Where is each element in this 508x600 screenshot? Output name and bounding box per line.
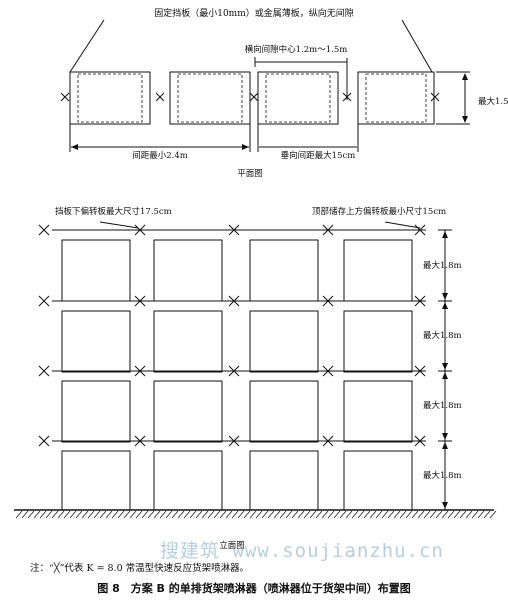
watermark: 搜建筑 www.soujianzhu.cn [160, 540, 444, 562]
elevation-sprinkler-marker [414, 224, 426, 236]
plan-rack-1 [69, 71, 151, 125]
plan-sprinkler-4 [342, 92, 352, 102]
elevation-sprinkler-marker [38, 365, 50, 377]
plan-spacing-arrow-right [242, 144, 249, 150]
elevation-dim-arrow-down-1 [442, 293, 448, 300]
plan-leader-right [401, 19, 433, 73]
tier-label-3: 最大1.8m [423, 400, 462, 411]
elevation-rack-box [153, 380, 223, 443]
plan-height-arrow-bottom [462, 116, 468, 123]
elevation-sprinkler-marker [414, 435, 426, 447]
elevation-rack-box [343, 450, 413, 511]
elevation-sprinkler-marker [38, 295, 50, 307]
elevation-sprinkler-marker [414, 295, 426, 307]
plan-rack-2 [169, 71, 251, 125]
plan-vertical-spacing-label: 垂向间距最大15cm [281, 150, 356, 161]
elevation-rack-box [61, 239, 131, 302]
plan-sprinkler-2 [155, 92, 165, 102]
elevation-dim-arrow-down-3 [442, 433, 448, 440]
elevation-sprinkler-marker [322, 365, 334, 377]
elevation-sprinkler-marker [322, 435, 334, 447]
elevation-rack-box [343, 380, 413, 443]
elevation-left-leader [99, 221, 139, 229]
elevation-dim-arrow-down-2 [442, 363, 448, 370]
elevation-right-label: 顶部储存上方偏转板最小尺寸15cm [312, 206, 446, 217]
plan-view: 固定挡板（最小10mm）或金属薄板，纵向无间隙 横向间隙中心1.2m～1.5m … [60, 7, 508, 179]
elevation-sprinkler-marker [38, 435, 50, 447]
plan-rack-2-inner [177, 73, 243, 123]
plan-sprinkler-3 [249, 92, 259, 102]
elevation-sprinkler-marker [228, 435, 240, 447]
elevation-view: 挡板下偏转板最大尺寸17.5cm 顶部储存上方偏转板最小尺寸15cm 最大1.8… [14, 206, 497, 551]
plan-height-arrow-top [462, 73, 468, 80]
legend-note: 注：“╳”代表 K = 8.0 常温型快速反应货架喷淋器。 [30, 563, 250, 574]
elevation-sprinkler-marker [134, 224, 146, 236]
elevation-sprinkler-marker [134, 295, 146, 307]
elevation-sprinkler-marker [414, 365, 426, 377]
elevation-rack-box [343, 239, 413, 302]
plan-rack-3 [257, 71, 339, 125]
elevation-sprinkler-marker [322, 295, 334, 307]
plan-rack-4 [357, 71, 435, 125]
elevation-rack-box [249, 450, 319, 511]
plan-spacing-label: 间距最小2.4m [132, 150, 188, 161]
plan-view-title: 平面图 [237, 169, 263, 179]
elevation-dim-arrow-up-4 [442, 442, 448, 449]
plan-sprinkler-1 [60, 92, 70, 102]
elevation-sprinkler-marker [228, 295, 240, 307]
elevation-sprinkler-marker [134, 435, 146, 447]
elevation-rack-box [61, 380, 131, 443]
elevation-dim-arrow-up-3 [442, 372, 448, 379]
plan-height-label: 最大1.5m [478, 96, 508, 107]
elevation-sprinkler-marker [38, 224, 50, 236]
elevation-right-leader [384, 221, 421, 229]
elevation-rack-box [61, 310, 131, 373]
elevation-rack-box [343, 310, 413, 373]
elevation-rack-box [61, 450, 131, 511]
elevation-sprinkler-marker [134, 365, 146, 377]
elevation-dim-arrow-down-4 [442, 502, 448, 509]
elevation-sprinkler-marker [228, 365, 240, 377]
elevation-rack-box [153, 450, 223, 511]
elevation-racks [61, 239, 413, 511]
plan-leader-left [69, 19, 105, 73]
plan-center-spacing-label: 横向间隙中心1.2m～1.5m [245, 44, 348, 55]
tier-label-4: 最大1.8m [423, 470, 462, 481]
elevation-sprinklers [38, 224, 426, 447]
elevation-view-title: 立面图 [219, 540, 245, 551]
plan-spacing-arrow-left [71, 144, 78, 150]
elevation-rack-box [249, 310, 319, 373]
plan-rack-3-inner [265, 73, 331, 123]
elevation-left-label: 挡板下偏转板最大尺寸17.5cm [55, 206, 172, 217]
figure-caption: 图 8 方案 B 的单排货架喷淋器（喷淋器位于货架中间）布置图 [97, 582, 411, 595]
elevation-dim-arrow-up-1 [442, 231, 448, 238]
tier-label-1: 最大1.8m [423, 260, 462, 271]
elevation-rack-box [153, 239, 223, 302]
ground-hatch [15, 510, 497, 519]
elevation-sprinkler-marker [322, 224, 334, 236]
plan-top-label: 固定挡板（最小10mm）或金属薄板，纵向无间隙 [154, 7, 354, 19]
plan-rack-1-inner [77, 73, 143, 123]
plan-sprinkler-5 [430, 92, 440, 102]
tier-label-2: 最大1.8m [423, 330, 462, 341]
plan-rack-4-inner [365, 73, 427, 123]
elevation-sprinkler-marker [228, 224, 240, 236]
elevation-rack-box [249, 380, 319, 443]
elevation-rack-box [249, 239, 319, 302]
elevation-dim-arrow-up-2 [442, 302, 448, 309]
elevation-rack-box [153, 310, 223, 373]
